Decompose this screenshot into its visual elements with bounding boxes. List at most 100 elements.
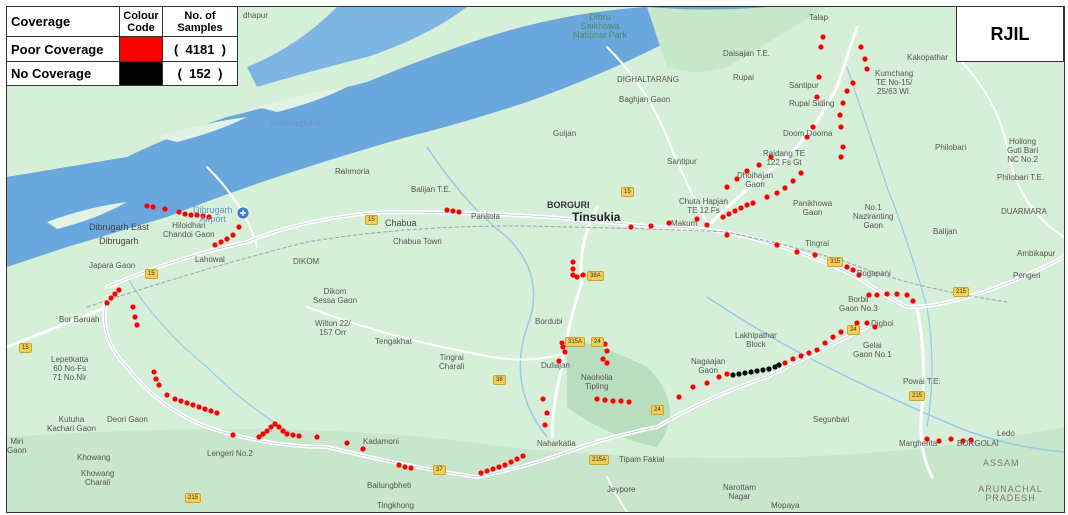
- label-deori-gaon: Deori Gaon: [107, 415, 148, 424]
- forest-patch: [567, 337, 670, 447]
- label-lahowal: Lahowal: [195, 255, 225, 264]
- label-wilton: Wilton 22/ 157 Orr: [315, 319, 351, 337]
- label-panitola: Panitola: [471, 212, 500, 221]
- label-margherita: Margherita: [899, 439, 938, 448]
- label-raidang: Raidang TE 122 Fs Gt: [763, 149, 806, 167]
- road-shield: 37: [433, 465, 446, 475]
- label-dibrugarh-airport: Dibrugarh Airport: [193, 205, 233, 224]
- road-shield: 215: [185, 493, 202, 503]
- label-kutuha: Kutuha Kachari Gaon: [47, 415, 96, 433]
- stream: [846, 66, 933, 428]
- label-brahmaputra: Brahmaputra: [269, 118, 322, 128]
- label-assam: ASSAM: [983, 458, 1020, 468]
- railway-line: [86, 225, 1008, 308]
- sandbar: [157, 117, 247, 142]
- label-arunachal: ARUNACHAL PRADESH: [978, 484, 1043, 503]
- road-shield: 24: [847, 325, 860, 335]
- label-gelai: Gelai Gaon No.1: [853, 341, 892, 359]
- legend-label-none: No Coverage: [6, 60, 120, 87]
- label-doom-dooma: Doom Dooma: [783, 129, 833, 138]
- legend-header-colour-code: Colour Code: [119, 5, 163, 38]
- label-borbil: Borbil Gaon No.3: [839, 295, 878, 313]
- label-rupai-siding: Rupai Siding: [789, 99, 835, 108]
- label-bor-baruah: Bor Baruah: [59, 315, 100, 324]
- stream: [426, 146, 548, 438]
- label-segunbari: Segunbari: [813, 415, 850, 424]
- label-duarmara: DUARMARA: [1001, 207, 1047, 216]
- coverage-legend: Coverage Colour Code No. of Samples Poor…: [6, 5, 238, 87]
- river-brahmaputra: [7, 7, 767, 267]
- label-dikom: DIKOM: [293, 257, 320, 266]
- label-jeypore: Jeypore: [607, 485, 636, 494]
- road-shield: 15: [365, 215, 378, 225]
- map-frame: Tinsukia BORGURI Dibrugarh Airport Dibru…: [6, 6, 1065, 513]
- label-ambikapur: Ambikapur: [1017, 249, 1056, 258]
- label-lengeri: Lengeri No.2: [207, 449, 253, 458]
- label-dikom-sessa: Dikom Sessa Gaon: [313, 287, 358, 305]
- legend-count-none-value: 152: [189, 65, 211, 81]
- label-dighaltarang: DIGHALTARANG: [617, 75, 679, 84]
- road-shield: 38: [493, 375, 506, 385]
- label-narottam: Narottam Nagar: [723, 483, 756, 501]
- road-shield: 15: [145, 269, 158, 279]
- airport-icon: [237, 207, 249, 219]
- label-balijan: Balijan T.E.: [411, 185, 451, 194]
- label-balijan-east: Balijan: [933, 227, 958, 236]
- label-kumchang: Kumchang TE No-15/ 25/63 WI.: [875, 69, 914, 96]
- legend-swatch-none: [119, 60, 163, 87]
- label-lakhipathar: Lakhipathar Block: [735, 331, 777, 349]
- label-tengakhat: Tengakhat: [375, 337, 412, 346]
- label-khowang-charali: Khowang Charali: [81, 469, 115, 487]
- road-shield: 215: [909, 391, 926, 401]
- label-santipur: Santipur: [667, 157, 697, 166]
- legend-count-poor-value: 4181: [185, 41, 215, 57]
- label-talap: Talap: [809, 13, 829, 22]
- label-hiloidhari: Hiloidhari Chandoi Gaon: [163, 221, 215, 239]
- label-powai: Powai T.E.: [903, 377, 941, 386]
- label-pengeri: Pengeri: [1013, 271, 1041, 280]
- label-khowang: Khowang: [77, 453, 111, 462]
- poor-coverage-samples: [104, 34, 974, 476]
- label-dibru-park: Dibru Saikhowa National Park: [573, 12, 628, 40]
- label-kadamoni: Kadamoni: [363, 437, 400, 446]
- sandbar: [47, 202, 127, 229]
- road-shield: 15: [621, 187, 634, 197]
- label-kakopathar: Kakopathar: [907, 53, 948, 62]
- label-tinsukia: Tinsukia: [572, 210, 621, 224]
- legend-header-coverage: Coverage: [6, 5, 120, 38]
- label-naoholia: Naoholia Tipling: [581, 373, 613, 391]
- label-chabua: Chabua: [385, 218, 417, 228]
- stream: [706, 296, 1064, 453]
- label-bailungbheti: Bailungbheti: [367, 481, 412, 490]
- label-no1-naziranting: No.1 Naziranting Gaon: [853, 203, 894, 230]
- no-coverage-samples: [730, 362, 782, 378]
- legend-header-samples: No. of Samples: [162, 5, 238, 38]
- road-shield: 215: [953, 287, 970, 297]
- road-shield: 15: [19, 343, 32, 353]
- coverage-map[interactable]: [7, 7, 1064, 512]
- label-lepetkatta: Lepetkatta 60 No-Fs 71 No.Nlr: [51, 355, 89, 382]
- road-shield: 38A: [587, 271, 604, 281]
- label-tingrai: Tingrai: [805, 239, 830, 248]
- label-philobari: Philobari: [935, 143, 967, 152]
- label-rupai: Rupai: [733, 73, 754, 82]
- label-panikhowa: Panikhowa Gaon: [793, 199, 833, 217]
- label-dibrugarh: Dibrugarh: [99, 236, 139, 246]
- sandbar: [257, 87, 347, 112]
- label-tipam: Tipam Fakial: [619, 455, 665, 464]
- road-shield: 315A: [565, 337, 586, 347]
- park-area: [647, 7, 827, 72]
- stream: [126, 276, 298, 438]
- label-guijan: Guijan: [553, 129, 577, 138]
- label-borgolai: BORGOLAI: [957, 439, 999, 448]
- legend-count-none: ( 152 ): [162, 60, 238, 87]
- label-miri-gaon: Miri Gaon: [7, 437, 27, 455]
- label-dibrugarh-east: Dibrugarh East: [89, 222, 150, 232]
- label-naharkatia: Naharkatia: [537, 439, 576, 448]
- label-daisajan: Daisajan T.E.: [723, 49, 770, 58]
- hill-area: [7, 427, 1064, 512]
- label-chabua-town: Chabua Town: [393, 237, 442, 246]
- label-nagaajan: Nagaajan Gaon: [691, 357, 726, 375]
- label-baghjan: Baghjan Gaon: [619, 95, 671, 104]
- label-duliajan: Duliajan: [541, 361, 570, 370]
